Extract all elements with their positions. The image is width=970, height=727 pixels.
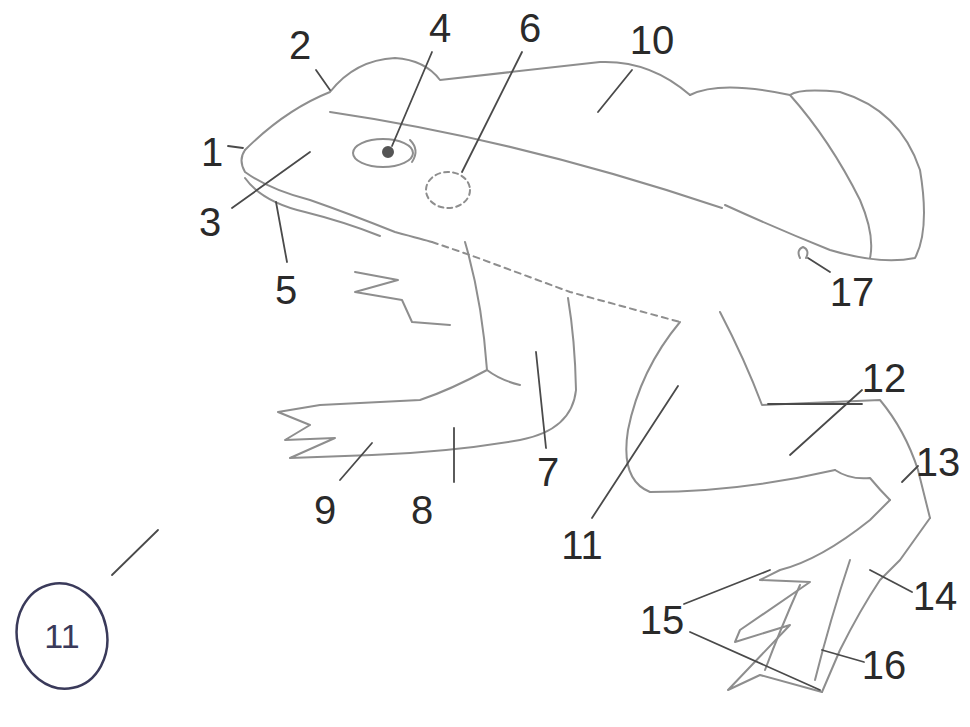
callout-number: 2 xyxy=(289,25,311,65)
callout-number: 12 xyxy=(862,358,907,398)
callout-number: 3 xyxy=(199,202,221,242)
callout-number: 5 xyxy=(275,270,297,310)
callout-number: 9 xyxy=(314,490,336,530)
circled-number: 11 xyxy=(14,580,110,692)
callout-number: 14 xyxy=(913,576,958,616)
callout-number: 7 xyxy=(537,452,559,492)
callout-number: 8 xyxy=(411,490,433,530)
callout-number: 15 xyxy=(640,600,685,640)
callout-number: 1 xyxy=(201,132,223,172)
circled-number-text: 11 xyxy=(44,619,79,653)
callout-number: 11 xyxy=(561,525,603,565)
callout-number: 4 xyxy=(429,8,451,48)
callout-number: 13 xyxy=(916,442,961,482)
callout-number: 17 xyxy=(830,272,875,312)
callout-number: 10 xyxy=(630,20,675,60)
callout-number: 16 xyxy=(862,645,907,685)
callout-number: 6 xyxy=(519,8,541,48)
